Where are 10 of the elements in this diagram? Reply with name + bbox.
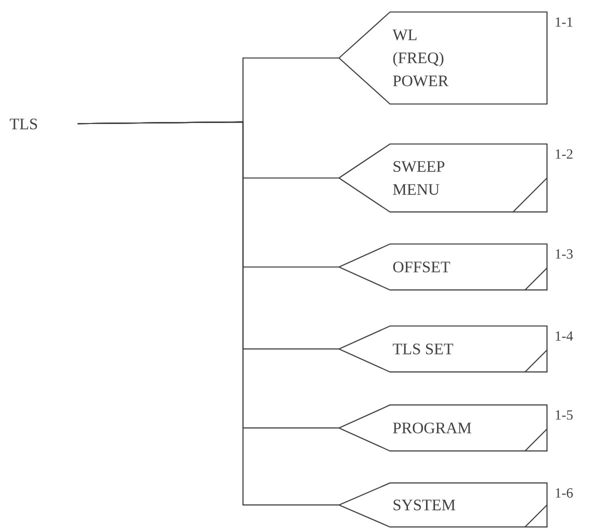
section-number: 1-2 xyxy=(556,149,572,159)
section-number: 1-6 xyxy=(556,488,573,498)
tab-box: SWEEP MENU xyxy=(338,143,548,213)
connector-line xyxy=(78,121,339,506)
section-number: 1-5 xyxy=(556,410,573,420)
section-number: 1-1 xyxy=(556,17,572,27)
root-label: TLS xyxy=(10,118,37,130)
section-number: 1-3 xyxy=(556,249,573,259)
tab-box: WL (FREQ) POWER xyxy=(338,11,548,105)
section-number: 1-4 xyxy=(556,331,573,341)
